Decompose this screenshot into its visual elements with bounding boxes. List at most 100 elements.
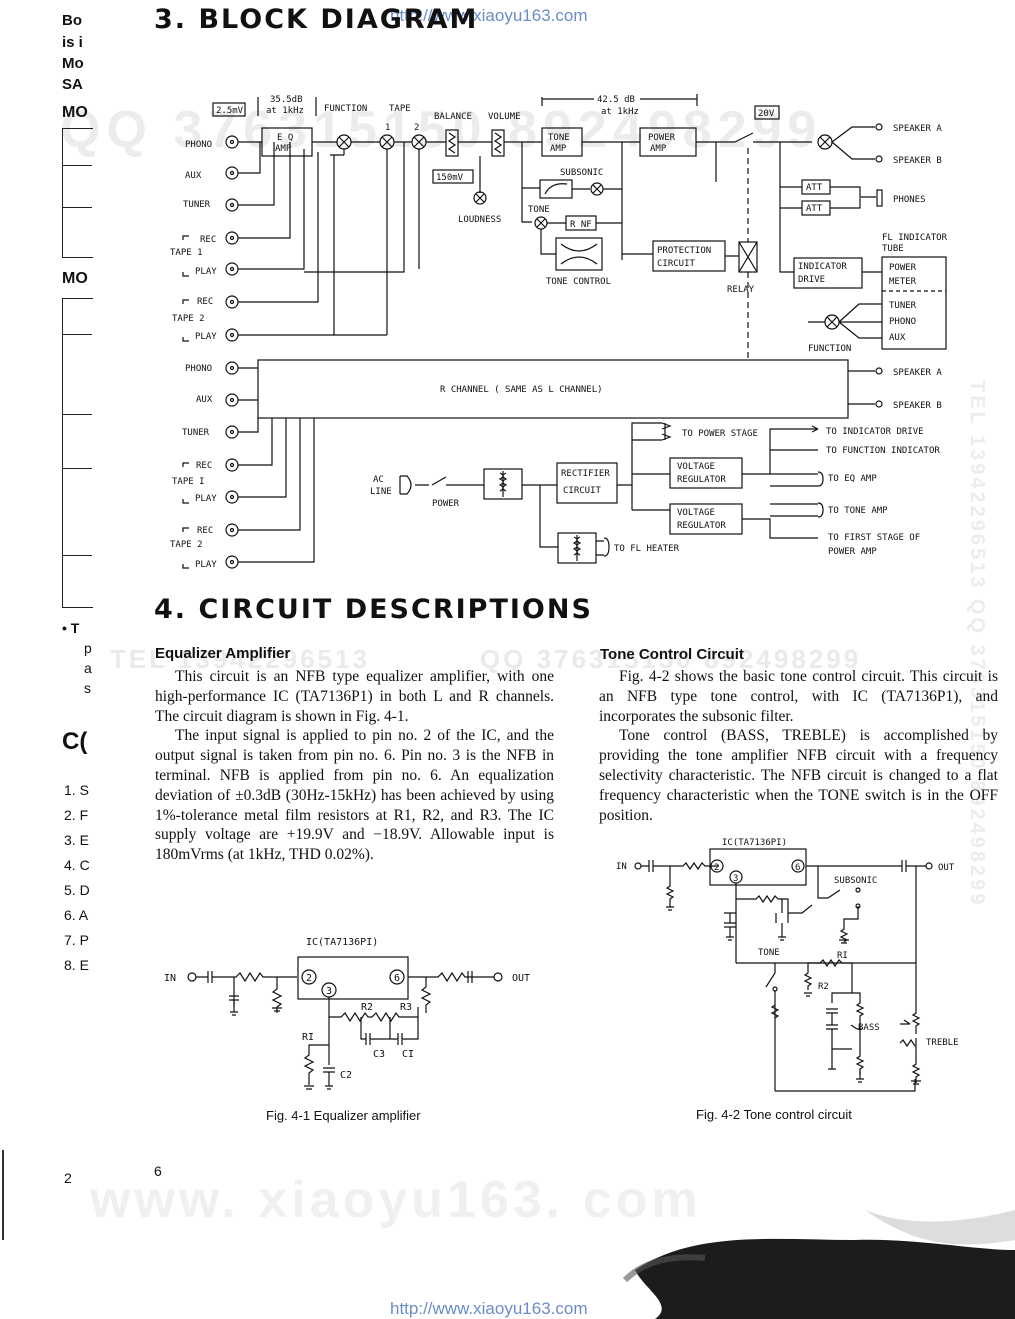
watermark-qq-mid: QQ 376315150 892498299 <box>480 644 862 674</box>
fig-label: 3 <box>326 986 332 997</box>
block-diagram: 2.5mV 35.5dB at 1kHz 42.5 dB at 1kHz 20V… <box>170 94 948 570</box>
indicator-drive-box <box>793 257 863 289</box>
tone-control-box <box>555 237 603 271</box>
watermark-site: www. xiaoyu163. com <box>90 1171 702 1229</box>
stage-label: TONE CONTROL <box>546 277 611 287</box>
input-label: PLAY <box>195 332 217 342</box>
input-label: TAPE I <box>172 477 205 487</box>
gain-label: at 1kHz <box>266 106 304 116</box>
section-4-title: 4. CIRCUIT DESCRIPTIONS <box>154 594 593 625</box>
input-label: PLAY <box>195 267 217 277</box>
fig-label: IN <box>616 862 627 872</box>
left-list-item: 7. P <box>64 932 89 948</box>
left-table-rule <box>62 334 92 335</box>
header-url[interactable]: http://www.xiaoyu163.com <box>390 6 588 25</box>
power-label: TO FUNCTION INDICATOR <box>826 446 940 456</box>
fig-label: RI <box>302 1032 314 1043</box>
rectifier-box <box>556 462 618 504</box>
fl-tube-box <box>881 256 947 350</box>
box-label: RECTIFIER <box>561 469 610 479</box>
fig-label: 3 <box>733 874 738 884</box>
r-channel-box <box>257 359 849 419</box>
box-label: VOLTAGE <box>677 462 715 472</box>
fig-label: 6 <box>795 863 800 873</box>
power-label: TO TONE AMP <box>828 506 888 516</box>
gain-box-input <box>212 102 246 117</box>
watermark-qq-top: QQ 376315150 892498299 <box>60 101 823 159</box>
left-fragment: Bo <box>62 12 82 29</box>
left-table-border <box>62 298 93 608</box>
fig-label: 6 <box>394 973 400 984</box>
stage-label: VOLUME <box>488 112 521 122</box>
box-label: AMP <box>275 144 292 154</box>
regulator-box-1 <box>669 457 743 489</box>
box-label: CIRCUIT <box>657 259 696 269</box>
left-fragment: is i <box>62 34 83 51</box>
left-table-rule <box>62 468 92 469</box>
box-label: VOLTAGE <box>677 508 715 518</box>
power-label: LINE <box>370 487 392 497</box>
left-list-item: 6. A <box>64 907 89 923</box>
input-jacks-right <box>225 361 239 569</box>
footer-url[interactable]: http://www.xiaoyu163.com <box>390 1299 588 1318</box>
page-gutter-line <box>2 1150 4 1240</box>
output-label: SPEAKER A <box>893 368 942 378</box>
subsonic-box <box>539 179 573 199</box>
left-list-item: 4. C <box>64 857 90 873</box>
power-label: AC <box>373 475 384 485</box>
input-label: TAPE 1 <box>170 248 203 258</box>
stage-label: RELAY <box>727 285 755 295</box>
input-label: TUNER <box>183 200 211 210</box>
fig-label: IC(TA7136PI) <box>306 937 378 948</box>
left-table-rule <box>62 414 92 415</box>
left-fragment: MO <box>62 270 88 287</box>
left-fragment: Mo <box>62 55 84 72</box>
left-page-number: 2 <box>64 1170 72 1186</box>
gain-label: 2.5mV <box>216 106 244 116</box>
fig-label: IC(TA7136PI) <box>722 838 787 848</box>
left-table-border <box>62 128 93 258</box>
watermark-vertical: TEL 13942296513 QQ 376315150 892498299 <box>966 380 988 908</box>
box-label: DRIVE <box>798 275 825 285</box>
left-list-item: 2. F <box>64 807 89 823</box>
stage-label: FUNCTION <box>808 344 851 354</box>
gain-label: 20V <box>758 109 775 119</box>
left-list-item: 5. D <box>64 882 90 898</box>
box-label: TUNER <box>889 301 917 311</box>
input-label: AUX <box>196 395 213 405</box>
ic-box <box>297 956 409 1000</box>
input-label: REC <box>197 297 213 307</box>
fig-label: R2 <box>818 982 829 992</box>
fig-4-1-caption: Fig. 4-1 Equalizer amplifier <box>266 1108 421 1123</box>
equalizer-text: This circuit is an NFB type equalizer am… <box>155 667 554 865</box>
left-table-rule <box>62 207 92 208</box>
section-3-title: 3. BLOCK DIAGRAM <box>154 4 479 35</box>
fig-label: TONE <box>758 948 780 958</box>
box-label: TONE <box>548 133 570 143</box>
box-label: ATT <box>806 204 823 214</box>
left-fragment: SA <box>62 76 83 93</box>
tone-paragraph: Fig. 4-2 shows the basic tone control ci… <box>599 668 998 725</box>
tone-heading: Tone Control Circuit <box>600 646 744 663</box>
box-label: METER <box>889 277 917 287</box>
left-fragment: s <box>84 680 91 696</box>
stage-label: 2 <box>414 123 419 133</box>
box-label: AMP <box>650 144 667 154</box>
input-label: TAPE 2 <box>170 540 203 550</box>
box-label: AUX <box>889 333 906 343</box>
page-number: 6 <box>154 1163 162 1179</box>
equalizer-heading: Equalizer Amplifier <box>155 645 291 662</box>
fig-label: SUBSONIC <box>834 876 877 886</box>
stage-label: 1 <box>385 123 390 133</box>
power-label: POWER AMP <box>828 547 877 557</box>
power-label: TO FIRST STAGE OF <box>828 533 920 543</box>
input-jacks-left <box>225 135 239 342</box>
box-label: REGULATOR <box>677 521 726 531</box>
equalizer-paragraph: The input signal is applied to pin no. 2… <box>155 727 554 864</box>
power-label: TO POWER STAGE <box>682 429 758 439</box>
fig-label: BASS <box>858 1023 880 1033</box>
fig-label: R3 <box>400 1002 412 1013</box>
input-label: PLAY <box>195 494 217 504</box>
input-label: PLAY <box>195 560 217 570</box>
box-label: POWER <box>648 133 676 143</box>
